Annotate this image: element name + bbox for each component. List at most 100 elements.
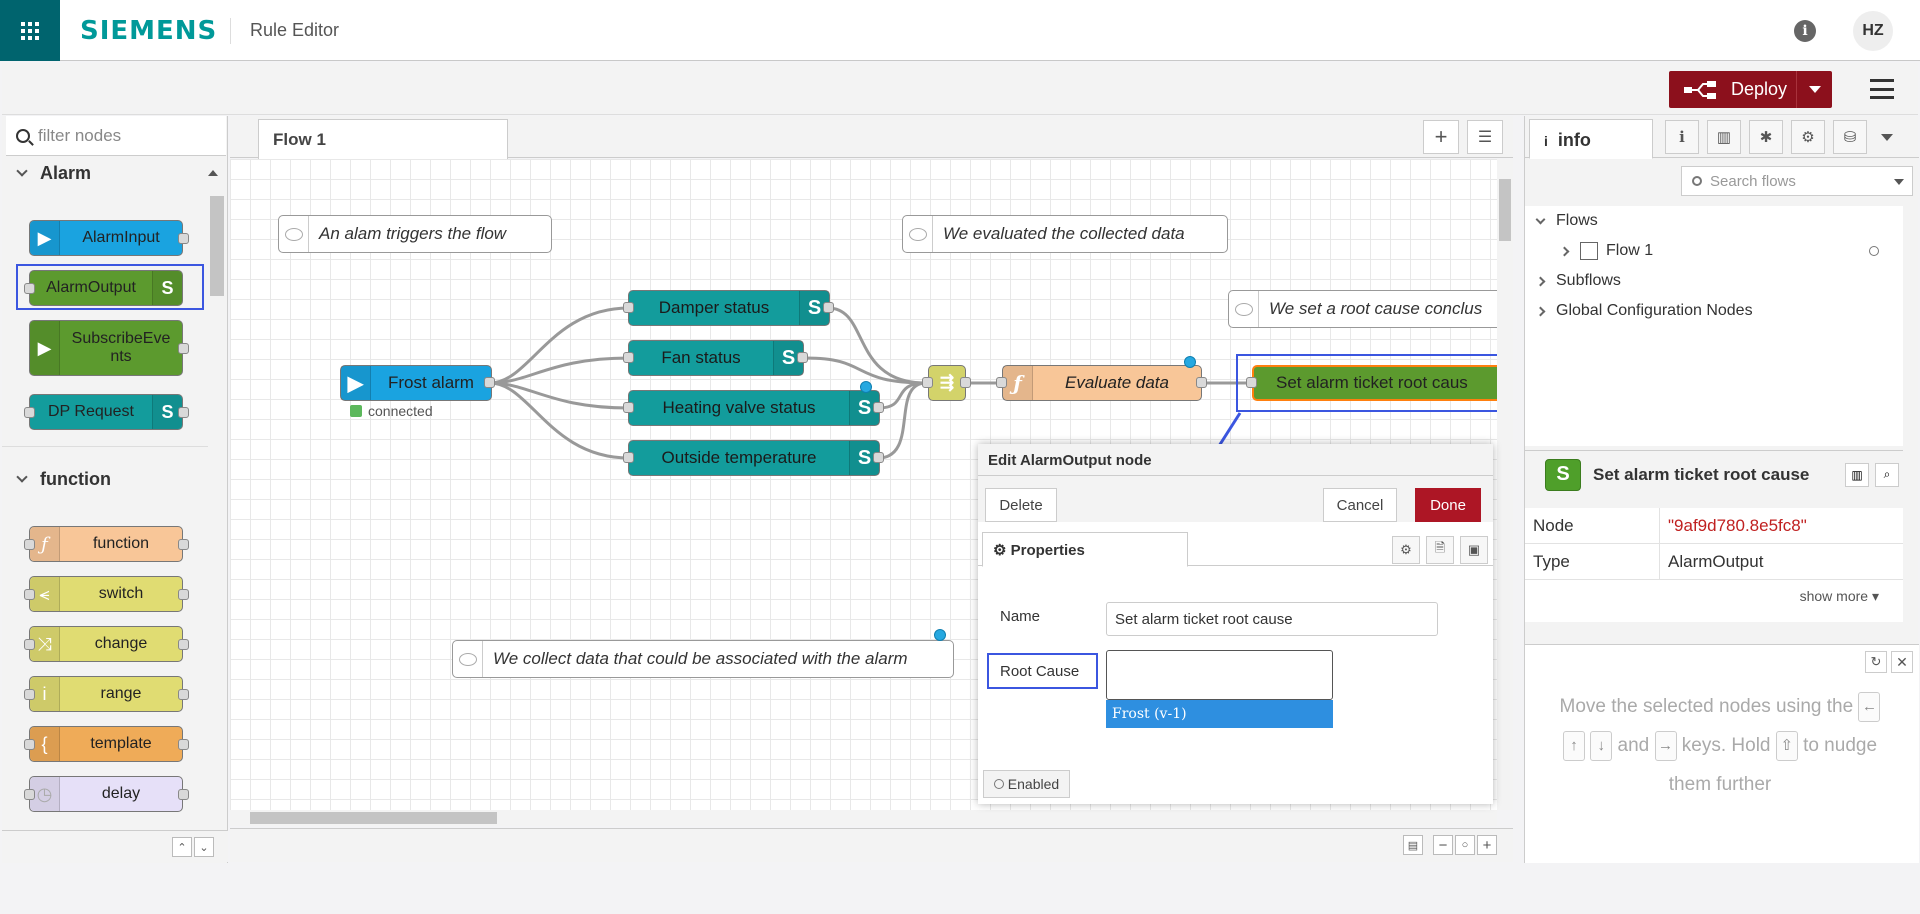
user-avatar[interactable]: HZ xyxy=(1853,11,1893,51)
info-icon[interactable]: i xyxy=(1665,120,1699,154)
output-port[interactable] xyxy=(178,639,189,650)
output-port[interactable] xyxy=(178,789,189,800)
chevron-down-icon[interactable] xyxy=(1881,134,1893,141)
close-icon[interactable]: ✕ xyxy=(1891,651,1913,673)
circle-icon[interactable] xyxy=(1869,246,1879,256)
delete-button[interactable]: Delete xyxy=(985,488,1057,522)
output-port[interactable] xyxy=(873,402,884,413)
tree-item-flows[interactable]: Flows xyxy=(1525,206,1903,236)
output-port[interactable] xyxy=(178,689,189,700)
palette-node-template[interactable]: { template xyxy=(29,726,183,762)
list-flows-icon[interactable]: ☰ xyxy=(1467,120,1503,154)
description-icon[interactable]: 🗎 xyxy=(1426,536,1454,564)
input-port[interactable] xyxy=(24,589,35,600)
database-icon[interactable]: ⛁ xyxy=(1833,120,1867,154)
name-field[interactable]: Set alarm ticket root cause xyxy=(1106,602,1438,636)
output-port[interactable] xyxy=(873,452,884,463)
output-port[interactable] xyxy=(178,539,189,550)
input-port[interactable] xyxy=(24,739,35,750)
info-icon[interactable]: i xyxy=(1794,20,1816,42)
gear-icon[interactable]: ⚙ xyxy=(1392,536,1420,564)
output-port[interactable] xyxy=(178,589,189,600)
zoom-in-icon[interactable]: + xyxy=(1477,835,1497,855)
gear-icon[interactable]: ⚙ xyxy=(1791,120,1825,154)
collapse-all-icon[interactable]: ⌃ xyxy=(172,837,192,857)
input-port[interactable] xyxy=(996,377,1007,388)
comment-node[interactable]: We set a root cause conclus xyxy=(1228,290,1497,328)
add-flow-icon[interactable]: + xyxy=(1423,120,1459,154)
refresh-icon[interactable]: ↻ xyxy=(1865,651,1887,673)
tab-properties[interactable]: ⚙ Properties xyxy=(982,532,1188,567)
map-icon[interactable]: ▤ xyxy=(1403,835,1423,855)
search-icon[interactable]: ⌕ xyxy=(1875,462,1899,487)
node-set-alarm-ticket-root-cause[interactable]: Set alarm ticket root caus xyxy=(1252,365,1497,401)
input-port[interactable] xyxy=(623,452,634,463)
canvas-vertical-scrollbar[interactable] xyxy=(1497,159,1513,810)
tree-item-flow-1[interactable]: Flow 1 xyxy=(1525,236,1903,266)
collapse-arrow-icon[interactable] xyxy=(208,170,218,176)
dropdown-option[interactable]: Frost (v-1) xyxy=(1106,700,1333,728)
output-port[interactable] xyxy=(178,343,189,354)
node-frost-alarm[interactable]: ▶ Frost alarm xyxy=(340,365,492,401)
palette-node-change[interactable]: ⤨ change xyxy=(29,626,183,662)
input-port[interactable] xyxy=(24,407,35,418)
node-fan-status[interactable]: Fan status S xyxy=(628,340,804,376)
book-icon[interactable]: ▥ xyxy=(1707,120,1741,154)
output-port[interactable] xyxy=(178,407,189,418)
node-heating-valve-status[interactable]: Heating valve status S xyxy=(628,390,880,426)
input-port[interactable] xyxy=(24,539,35,550)
app-launcher-button[interactable] xyxy=(0,0,60,61)
output-port[interactable] xyxy=(823,302,834,313)
appearance-icon[interactable]: ▣ xyxy=(1460,536,1488,564)
output-port[interactable] xyxy=(484,377,495,388)
input-port[interactable] xyxy=(623,402,634,413)
node-evaluate-data[interactable]: ƒ Evaluate data xyxy=(1002,365,1202,401)
input-port[interactable] xyxy=(24,639,35,650)
palette-node-dprequest[interactable]: DP Request S xyxy=(29,394,183,430)
input-port[interactable] xyxy=(623,352,634,363)
deploy-button[interactable]: Deploy xyxy=(1669,71,1832,108)
palette-search-input[interactable]: filter nodes xyxy=(6,116,226,156)
palette-node-range[interactable]: i range xyxy=(29,676,183,712)
output-port[interactable] xyxy=(797,352,808,363)
canvas-horizontal-scrollbar[interactable] xyxy=(230,810,1497,826)
search-flows-input[interactable]: Search flows xyxy=(1681,166,1913,196)
palette-node-alarminput[interactable]: ▶ AlarmInput xyxy=(29,220,183,256)
zoom-out-icon[interactable]: − xyxy=(1433,835,1453,855)
palette-scrollbar[interactable] xyxy=(210,196,224,296)
category-alarm[interactable]: Alarm xyxy=(2,156,222,190)
input-port[interactable] xyxy=(1246,377,1257,388)
palette-node-delay[interactable]: ◷ delay xyxy=(29,776,183,812)
tab-flow-1[interactable]: Flow 1 xyxy=(258,119,508,159)
output-port[interactable] xyxy=(960,377,971,388)
category-function[interactable]: function xyxy=(2,462,222,496)
input-port[interactable] xyxy=(24,789,35,800)
tree-item-global-config[interactable]: Global Configuration Nodes xyxy=(1525,296,1903,326)
zoom-reset-icon[interactable]: ○ xyxy=(1455,835,1475,855)
palette-node-alarmoutput[interactable]: AlarmOutput S xyxy=(29,270,183,306)
main-menu-icon[interactable] xyxy=(1870,79,1894,99)
input-port[interactable] xyxy=(922,377,933,388)
node-outside-temperature[interactable]: Outside temperature S xyxy=(628,440,880,476)
root-cause-input[interactable] xyxy=(1106,650,1333,700)
node-damper-status[interactable]: Damper status S xyxy=(628,290,830,326)
palette-node-subscribeevents[interactable]: ▶ SubscribeEvents xyxy=(29,320,183,376)
expand-all-icon[interactable]: ⌄ xyxy=(194,837,214,857)
palette-node-switch[interactable]: ⪪ switch xyxy=(29,576,183,612)
output-port[interactable] xyxy=(178,233,189,244)
output-port[interactable] xyxy=(178,739,189,750)
input-port[interactable] xyxy=(24,689,35,700)
tree-item-subflows[interactable]: Subflows xyxy=(1525,266,1903,296)
show-more-link[interactable]: show more ▾ xyxy=(1799,588,1879,604)
enabled-toggle[interactable]: Enabled xyxy=(983,770,1070,798)
comment-node[interactable]: An alam triggers the flow xyxy=(278,215,552,253)
input-port[interactable] xyxy=(24,283,35,294)
comment-node[interactable]: We evaluated the collected data xyxy=(902,215,1228,253)
palette-node-function[interactable]: ƒ function xyxy=(29,526,183,562)
book-icon[interactable]: ▥ xyxy=(1845,462,1869,487)
output-port[interactable] xyxy=(1196,377,1207,388)
done-button[interactable]: Done xyxy=(1415,488,1481,522)
bug-icon[interactable]: ✱ xyxy=(1749,120,1783,154)
deploy-dropdown-icon[interactable] xyxy=(1796,71,1832,108)
